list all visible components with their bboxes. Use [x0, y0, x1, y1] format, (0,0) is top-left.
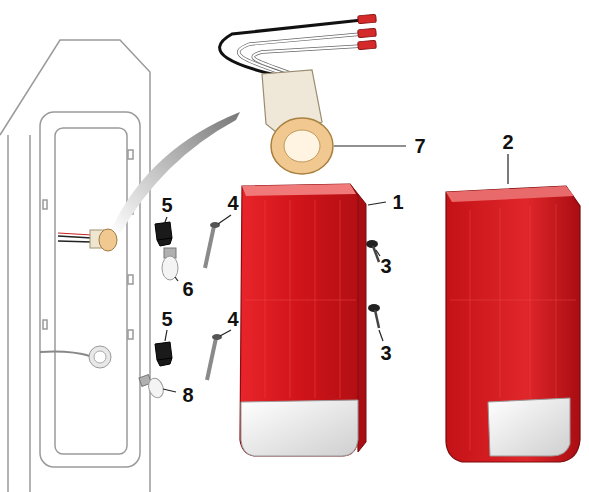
wire-white-core: [239, 34, 362, 76]
socket-7-ring: [271, 118, 333, 174]
bulb-8: [139, 375, 166, 400]
clip-upper: [155, 222, 172, 246]
callout-number: 3: [380, 342, 391, 364]
lamp-2-lens: [446, 186, 580, 462]
panel-outline: [0, 40, 150, 492]
callout-number: 8: [182, 384, 193, 406]
screw-4-lower: [207, 334, 222, 380]
lamp-1-lens: [240, 184, 358, 456]
callout-number: 1: [392, 191, 403, 213]
socket-7-opening: [284, 130, 320, 162]
detail-swoosh: [112, 112, 240, 234]
lower-socket: [89, 346, 111, 368]
lamp-1-texture: [245, 200, 356, 398]
mount-holes: [43, 150, 133, 339]
wire-black: [220, 20, 362, 76]
lamp-recess-inner: [55, 128, 127, 454]
panel-edge: [8, 135, 30, 492]
leader-lines: [163, 146, 508, 392]
bulb-6: [162, 248, 178, 280]
callout-number: 5: [161, 194, 172, 216]
screw-3-upper: [366, 240, 379, 262]
clip-lower: [155, 342, 172, 366]
callout-number: 4: [227, 192, 238, 214]
callout-number: 4: [227, 308, 238, 330]
callout-number: 7: [414, 135, 425, 157]
truck-bed-panel: [0, 40, 150, 492]
tail-lamp-front: [240, 184, 366, 456]
callout-number: 6: [182, 278, 193, 300]
installed-socket: [40, 229, 117, 368]
callout-number: 2: [502, 131, 513, 153]
callout-number: 3: [380, 255, 391, 277]
screw-3-lower: [368, 304, 380, 328]
lamp-1-clear: [241, 400, 358, 456]
tail-lamp-rear: [446, 186, 580, 462]
lamp-2-clear: [488, 398, 570, 456]
wire-white: [239, 34, 362, 76]
socket-wires: [58, 236, 92, 242]
wire-terminals: [358, 14, 377, 50]
callout-number: 5: [161, 308, 172, 330]
lower-socket-hole: [94, 351, 106, 363]
socket-assembly: [220, 14, 377, 174]
screw-4-upper: [205, 222, 220, 268]
socket-ring: [99, 229, 117, 251]
lower-wire: [40, 352, 90, 357]
lamp-2-texture: [450, 204, 576, 450]
lamp-1-top: [242, 184, 356, 196]
lamp-2-top: [446, 186, 574, 202]
lamp-recess: [40, 112, 140, 467]
socket-wire-red: [58, 233, 92, 235]
